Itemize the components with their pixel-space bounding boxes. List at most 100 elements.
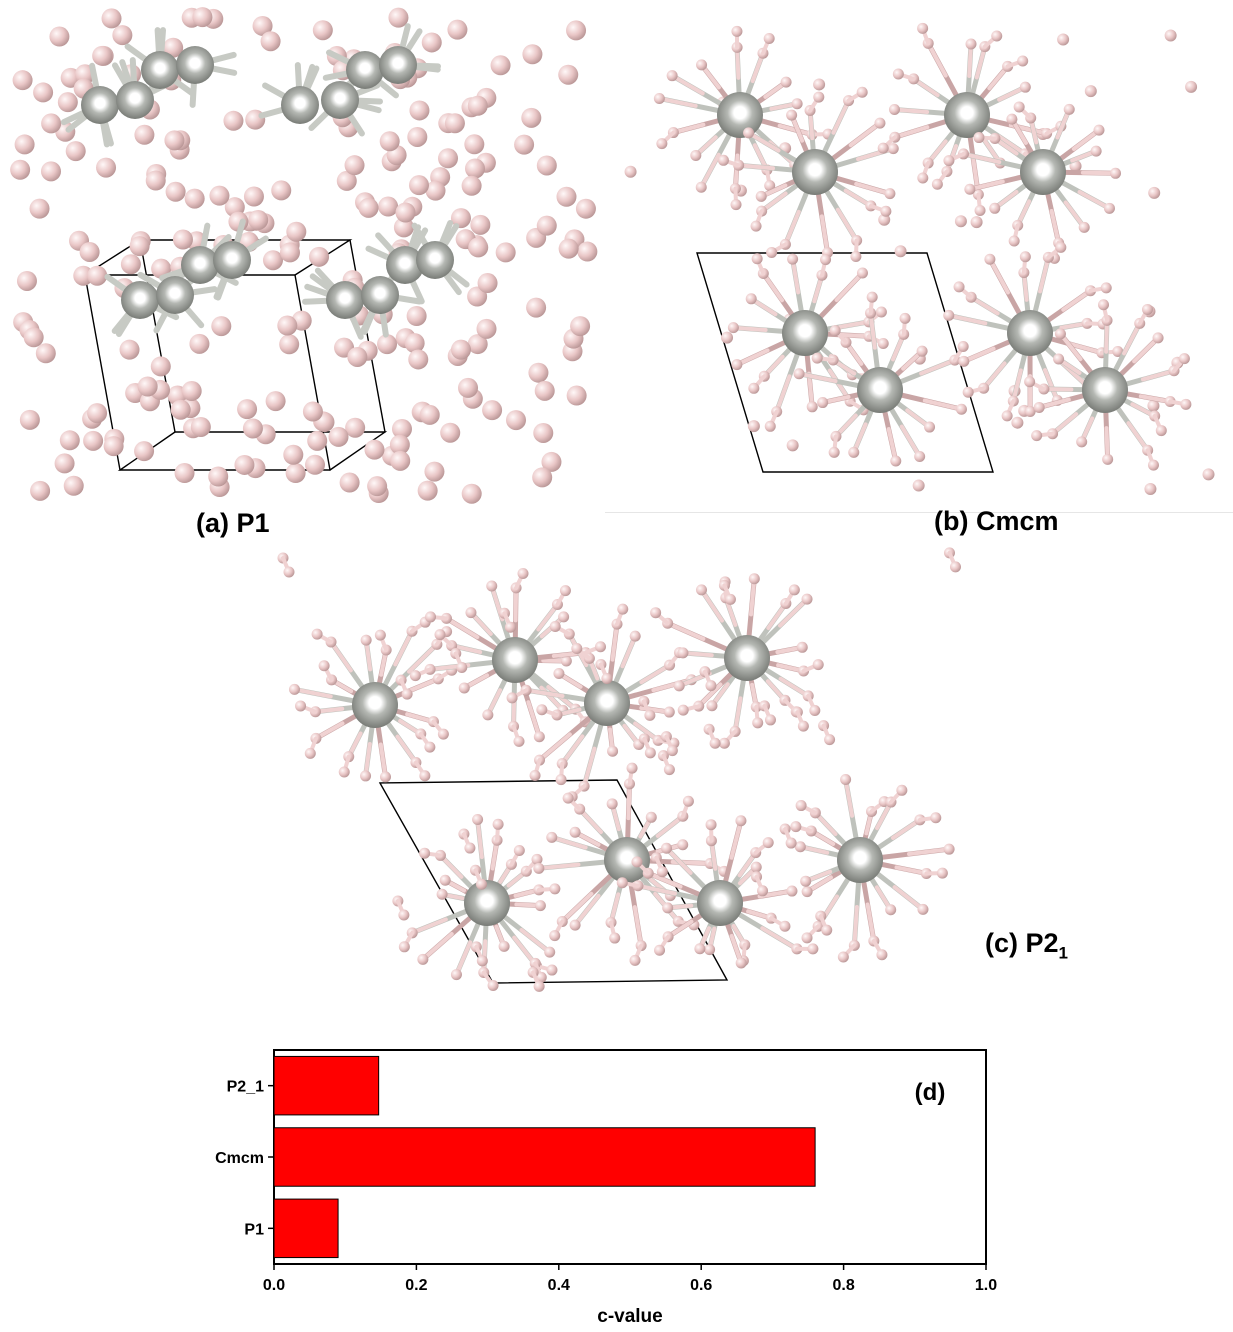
hydrogen-atom [786, 110, 797, 121]
hydrogen-atom [138, 376, 158, 396]
hydrogen-atom [1085, 85, 1097, 97]
hydrogen-atom [407, 306, 427, 326]
hydrogen-atom [526, 298, 546, 318]
hydrogen-atom [807, 943, 818, 954]
hydrogen-atom [1179, 353, 1190, 364]
hydrogen-atom [667, 70, 678, 81]
structure-panel-p21 [250, 540, 980, 1020]
metal-atom [782, 310, 828, 356]
hydrogen-atom [399, 941, 410, 952]
hydrogen-atom [462, 484, 482, 504]
hydrogen-atom [313, 20, 333, 40]
hydrogen-atom [64, 476, 84, 496]
hydrogen-atom [956, 404, 967, 415]
metal-atom [321, 81, 359, 119]
metal-atom [379, 46, 417, 84]
hydrogen-atom [130, 236, 150, 256]
hydrogen-atom [558, 65, 578, 85]
hydrogen-atom [1185, 81, 1197, 93]
hydrogen-atom [237, 399, 257, 419]
hydrogen-atom [518, 568, 529, 579]
hydrogen-atom [345, 155, 365, 175]
hydrogen-atom [532, 467, 552, 487]
hydrogen-atom [409, 100, 429, 120]
hydrogen-atom [650, 607, 661, 618]
hydrogen-atom [49, 27, 69, 47]
hydrogen-atom [944, 844, 955, 855]
hydrogen-atom [434, 629, 445, 640]
hydrogen-atom [964, 184, 975, 195]
hydrogen-atom [1017, 56, 1028, 67]
y-tick-label: Cmcm [215, 1150, 264, 1167]
hydrogen-atom [283, 445, 303, 465]
metal-atom [213, 241, 251, 279]
hydrogen-atom [83, 431, 103, 451]
hydrogen-atom [617, 604, 628, 615]
hydrogen-atom [146, 171, 166, 191]
hydrogen-atom [134, 441, 154, 461]
hydrogen-atom [756, 191, 767, 202]
hydrogen-atom [654, 93, 665, 104]
hydrogen-atom [630, 631, 641, 642]
hydrogen-atom [704, 944, 715, 955]
x-tick-label: 0.2 [405, 1277, 427, 1294]
hydrogen-atom [917, 904, 928, 915]
hydrogen-atom [243, 418, 263, 438]
hydrogen-atom [41, 161, 61, 181]
hydrogen-atom [191, 417, 211, 437]
hydrogen-atom [576, 199, 596, 219]
hydrogen-atom [470, 215, 490, 235]
hydrogen-atom [943, 155, 954, 166]
hydrogen-atom [812, 353, 823, 364]
hydrogen-atom [280, 242, 300, 262]
hydrogen-atom [690, 150, 701, 161]
bar-p1 [274, 1199, 338, 1257]
hydrogen-atom [546, 965, 557, 976]
panel-c-caption-subscript: 1 [1059, 943, 1068, 962]
hydrogen-atom [30, 481, 50, 501]
hydrogen-atom [286, 463, 306, 483]
hydrogen-atom [419, 848, 430, 859]
hydrogen-atom [1031, 430, 1042, 441]
hydrogen-atom [60, 430, 80, 450]
hydrogen-atom [164, 130, 184, 150]
hydrogen-atom [802, 886, 813, 897]
hydrogen-atom [402, 689, 413, 700]
hydrogen-atom [1101, 282, 1112, 293]
hydrogen-atom [797, 642, 808, 653]
hydrogen-atom [151, 356, 171, 376]
hydrogen-atom [339, 767, 350, 778]
hydrogen-atom [646, 812, 657, 823]
hydrogen-atom [456, 662, 467, 673]
hydrogen-atom [390, 451, 410, 471]
hydrogen-atom [1148, 460, 1159, 471]
hydrogen-atom [182, 381, 202, 401]
hydrogen-atom [991, 30, 1002, 41]
hydrogen-atom [674, 680, 685, 691]
hydrogen-atom [1020, 251, 1031, 262]
hydrogen-atom [1055, 328, 1066, 339]
hydrogen-atom [857, 268, 868, 279]
hydrogen-atom [360, 770, 371, 781]
metal-atom [1020, 149, 1066, 195]
metal-atom [352, 682, 398, 728]
hydrogen-atom [1079, 222, 1090, 233]
metal-atom [604, 837, 650, 883]
hydrogen-atom [1009, 235, 1020, 246]
hydrogen-atom [1156, 425, 1167, 436]
bar-p2-1 [274, 1056, 379, 1114]
hydrogen-atom [963, 387, 974, 398]
hydrogen-atom [514, 135, 534, 155]
hydrogen-atom [1024, 376, 1035, 387]
metal-atom [464, 880, 510, 926]
hydrogen-atom [813, 92, 824, 103]
metal-hydrogen-bond [990, 259, 1008, 292]
hydrogen-atom [438, 729, 449, 740]
x-tick-label: 1.0 [975, 1277, 997, 1294]
hydrogen-atom [535, 381, 555, 401]
hydrogen-atom [830, 325, 841, 336]
x-tick-label: 0.0 [263, 1277, 285, 1294]
hydrogen-atom [884, 188, 895, 199]
